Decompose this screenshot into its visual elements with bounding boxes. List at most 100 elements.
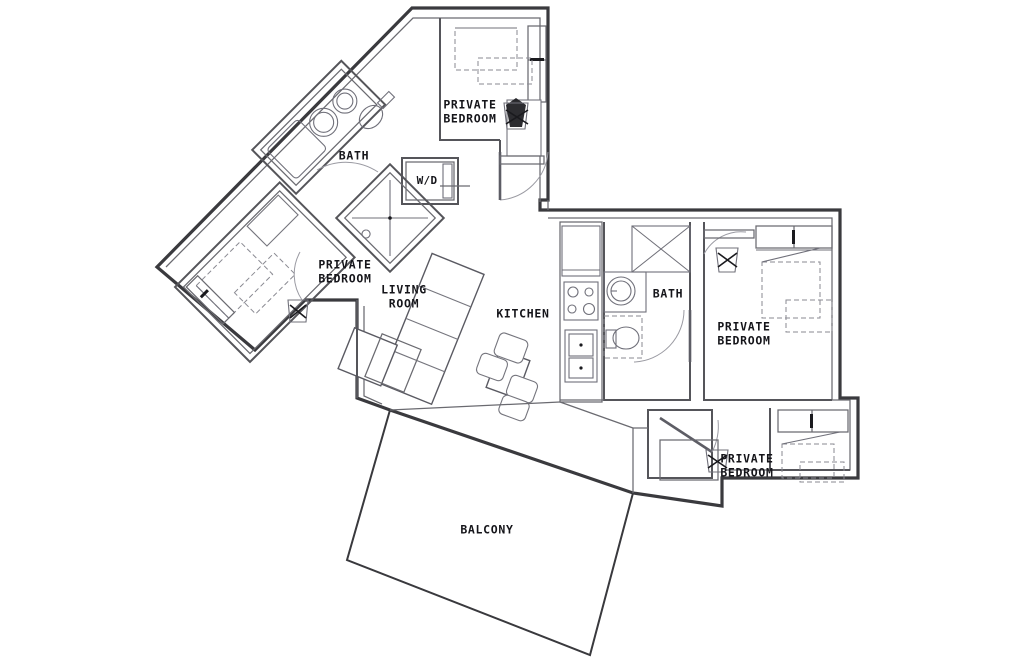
closet-rod-fill [530,58,544,61]
bedroom-right-bed-foot [785,299,833,333]
bedroom-right-door-swing [703,231,747,255]
bath-left-outline [250,59,387,196]
living-coffee-table [364,332,422,394]
room-bedroom-right: PRIVATE BEDROOM [703,222,833,401]
sofa-seam-1 [418,285,472,308]
sofa-chaise [337,326,399,387]
bath-left-tub [267,119,327,179]
toilet-bowl [612,326,640,350]
room-label-bath-left: BATH [339,149,370,163]
core-fixture [361,229,371,239]
dining-chair-2 [475,352,509,382]
bath-left-sink-1-basin [313,111,335,133]
bedroom-right-walls [703,222,832,401]
bedroom-bottom-closet-rod [810,414,813,428]
bedroom-bottom-walls [769,408,850,471]
toilet-tank [605,329,617,349]
bedroom-left-bed-foot [233,252,296,315]
bedroom-bottom-alcove [647,409,713,479]
bath-left-toilet-group [358,90,396,130]
bath-left-sink-1 [309,107,339,137]
room-living-room: LIVING ROOM [337,252,485,406]
room-label-bedroom-left-line1: PRIVATE [318,258,371,272]
room-bath-left [250,59,387,196]
bath-left-door-swing [316,161,379,173]
bedroom-top-threshold [499,155,545,165]
sofa-seam-2 [405,317,459,340]
bedroom-left-dresser [246,194,299,247]
bedroom-right-bed [761,261,821,319]
bedroom-right-glyph [715,247,739,273]
vanity-counter [603,271,647,313]
bedroom-top-glyph [503,98,529,130]
burner-1 [567,286,579,298]
sectional-sofa [337,252,485,406]
bedroom-left-closet [185,274,236,325]
interior-partitions [356,185,648,493]
room-label-bedroom-top-line2: BEDROOM [443,112,496,126]
toilet-clearance [603,315,643,359]
burner-3 [567,304,577,314]
sink-basin-2 [568,357,594,379]
refrigerator [561,225,601,277]
dining-chair-1 [493,332,529,364]
bath-left-toilet [358,104,384,130]
room-kitchen: KITCHEN [475,221,603,422]
core-center [388,216,392,220]
bedroom-bottom-glyph [705,449,729,473]
bath-left-inner [259,68,378,187]
dining-chair-4 [498,394,530,422]
room-label-balcony: BALCONY [460,523,513,537]
balcony-door-wall [389,401,561,411]
bedroom-left-headboard [195,285,230,319]
room-label-bedroom-bottom-line1: PRIVATE [720,452,773,466]
core-inner [343,171,437,265]
room-label-bedroom-right-line1: PRIVATE [717,320,770,334]
laundry-door-panel [442,163,453,199]
room-bedroom-left [173,180,357,364]
bedroom-left-door-swing [293,251,303,301]
bath-left-sink-2-basin [336,92,354,110]
bedroom-left-inner [182,189,348,355]
burner-2 [584,287,594,297]
core-outline [334,162,446,274]
bedroom-left-outline [173,180,357,364]
room-label-laundry: W/D [417,174,438,187]
sink-drain-1 [579,343,583,347]
room-bedroom-top: PRIVATE BEDROOM [439,18,549,201]
shower-stall [631,225,691,273]
balcony-door-wall-2 [559,401,634,429]
bedroom-top-bed-foot [477,57,533,85]
vanity-sink [606,276,636,306]
bedroom-top-left-wall [439,18,500,141]
bath-left-tank [376,90,396,110]
sink-drain-2 [579,366,583,370]
bedroom-right-threshold [703,229,755,239]
room-label-bedroom-top-line1: PRIVATE [443,98,496,112]
bedroom-bottom-entry-floor [659,439,719,481]
room-label-living-line1: LIVING [381,283,427,297]
room-label-living-line2: ROOM [389,297,420,311]
central-diamond-core [334,162,446,274]
double-sink [564,329,598,383]
kitchen-counter-run [559,221,603,403]
sofa-seam-3 [392,350,445,373]
bedroom-left-closet-rod [199,289,209,299]
shower-x-2 [631,225,691,273]
room-label-kitchen: KITCHEN [496,307,549,321]
room-label-bedroom-left-line2: BEDROOM [318,272,371,286]
cooktop [563,281,599,321]
room-label-bedroom-right-line2: BEDROOM [717,334,770,348]
sink-basin-1 [568,333,594,357]
room-label-bath-right: BATH [653,287,684,301]
bedroom-top-bed [454,27,518,71]
room-label-bedroom-bottom-line2: BEDROOM [720,466,773,480]
bedroom-bottom-headboard [781,431,841,445]
room-bath-right: BATH [603,222,692,401]
bedroom-bottom-door-leaf [659,416,713,454]
bedroom-bottom-bed [781,443,835,479]
bedroom-bottom-closet [777,409,849,433]
bedroom-left-glyph [287,299,309,323]
